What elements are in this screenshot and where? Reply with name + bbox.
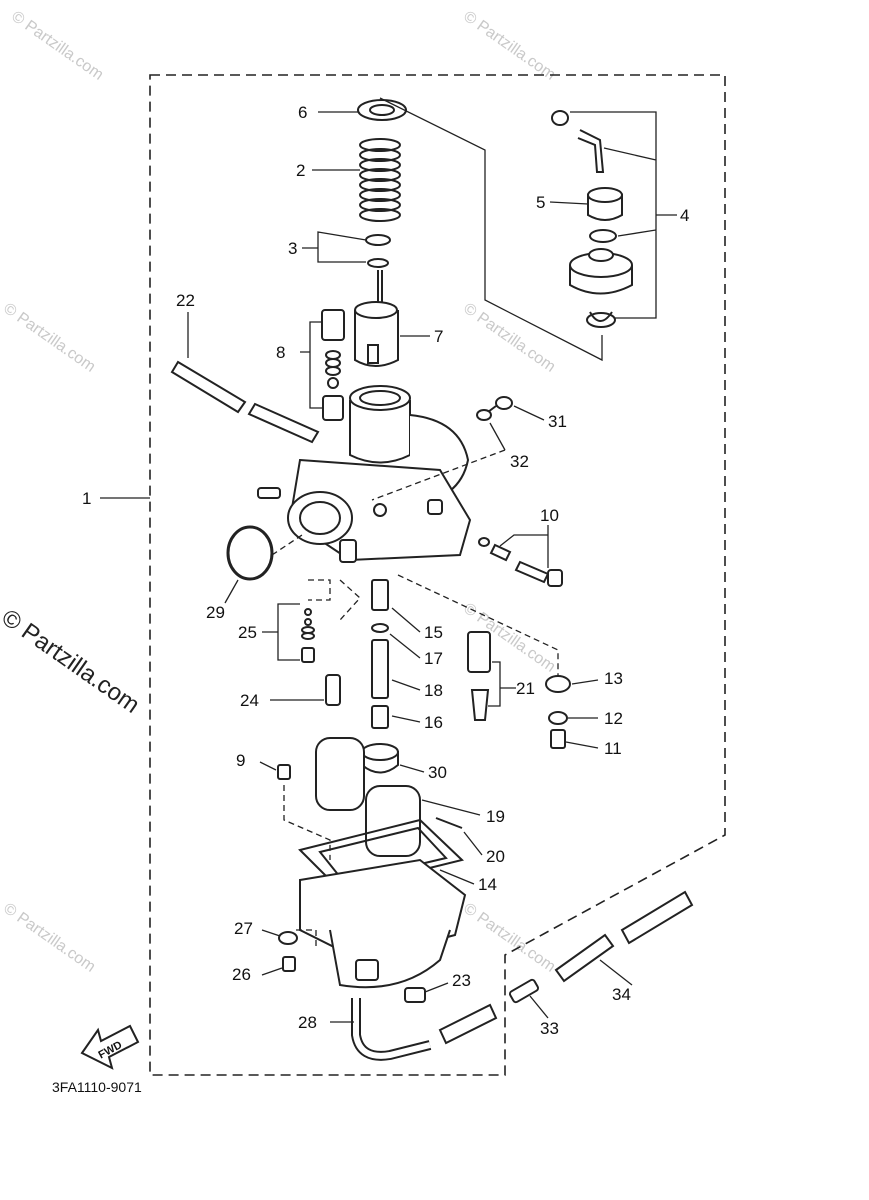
label-22: 22: [176, 291, 195, 310]
cable-adjuster-group: [551, 110, 633, 328]
carburetor-body: [257, 385, 472, 563]
label-14: 14: [478, 875, 497, 894]
label-13: 13: [604, 669, 623, 688]
label-31: 31: [548, 412, 567, 431]
starter-plunger-set: [301, 608, 341, 706]
label-11: 11: [604, 739, 622, 758]
label-30: 30: [428, 763, 447, 782]
label-1: 1: [82, 489, 91, 508]
label-19: 19: [486, 807, 505, 826]
o-ring-29: [226, 525, 274, 581]
pilot-screw-set: [321, 309, 345, 421]
label-17: 17: [424, 649, 443, 668]
label-21: 21: [516, 679, 535, 698]
main-jet-column: [361, 579, 399, 774]
screw-31: [476, 396, 513, 421]
label-3: 3: [288, 239, 297, 258]
label-16: 16: [424, 713, 443, 732]
label-15: 15: [424, 623, 443, 642]
drain-hoses: [438, 890, 694, 1045]
cap-ring: [357, 99, 407, 121]
throttle-spring: [359, 138, 401, 222]
label-12: 12: [604, 709, 623, 728]
label-8: 8: [276, 343, 285, 362]
label-10: 10: [540, 506, 559, 525]
label-7: 7: [434, 327, 443, 346]
label-5: 5: [536, 193, 545, 212]
label-23: 23: [452, 971, 471, 990]
float-chamber: [299, 858, 467, 989]
plate-and-screw: [545, 675, 571, 749]
diagram-code: 3FA1110-9071: [52, 1079, 142, 1095]
assembly-boundary: [149, 74, 726, 1076]
label-26: 26: [232, 965, 251, 984]
needle-clip-set: [365, 234, 391, 305]
part-number-labels: 6 2 3 7 8 22 5 4 31 32 1 10 29 25 24 15 …: [82, 103, 689, 1038]
label-27: 27: [234, 919, 253, 938]
needle-valve: [467, 631, 491, 721]
small-screws: [277, 764, 426, 1003]
pipe-22: [170, 360, 320, 444]
label-32: 32: [510, 452, 529, 471]
label-4: 4: [680, 206, 689, 225]
label-6: 6: [298, 103, 307, 122]
leader-lines: [100, 97, 677, 1023]
throttle-stop-screw: [478, 537, 563, 587]
label-9: 9: [236, 751, 245, 770]
label-25: 25: [238, 623, 257, 642]
label-34: 34: [612, 985, 631, 1004]
label-28: 28: [298, 1013, 317, 1032]
label-24: 24: [240, 691, 259, 710]
label-29: 29: [206, 603, 225, 622]
label-2: 2: [296, 161, 305, 180]
label-18: 18: [424, 681, 443, 700]
fwd-arrow-icon: FWD: [80, 1024, 140, 1070]
label-20: 20: [486, 847, 505, 866]
throttle-valve: [354, 301, 399, 367]
label-33: 33: [540, 1019, 559, 1038]
